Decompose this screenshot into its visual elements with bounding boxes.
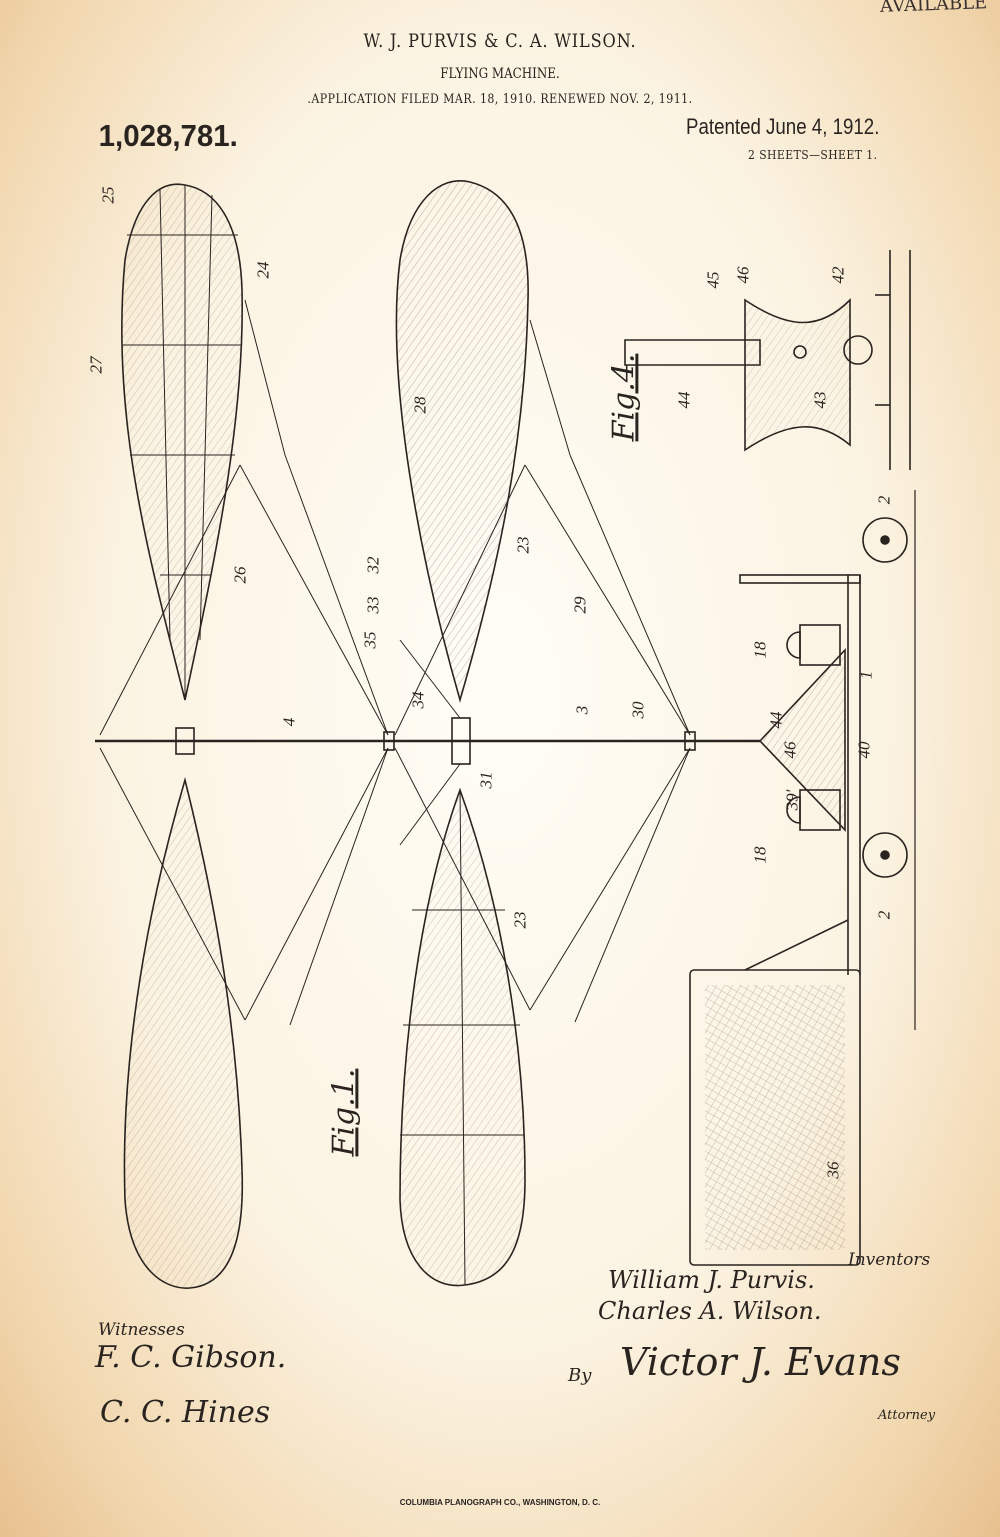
witness-1: F. C. Gibson. <box>95 1340 286 1375</box>
ref-numeral: 18 <box>751 642 771 659</box>
inventors-label: Inventors <box>848 1250 930 1270</box>
ref-numeral: 36 <box>824 1162 844 1179</box>
ref-numeral: 35 <box>361 632 381 649</box>
ref-numeral: 45 <box>704 272 724 289</box>
ref-numeral: 27 <box>87 357 107 374</box>
fig4-label: Fig.4. <box>606 354 641 442</box>
ref-numeral: 46 <box>781 742 801 759</box>
motor-top <box>800 625 840 665</box>
gear-housing <box>760 650 845 830</box>
ref-numeral: 46 <box>734 267 754 284</box>
ref-numeral: 32 <box>364 557 384 574</box>
ref-numeral: 44 <box>675 392 695 409</box>
rotor1-blade-bottom <box>124 780 242 1288</box>
ref-numeral: 30 <box>629 702 649 719</box>
ref-numeral: 23 <box>511 912 531 929</box>
witnesses-label: Witnesses <box>98 1320 185 1340</box>
ref-numeral: 25 <box>99 187 119 204</box>
ref-numeral: 43 <box>811 392 831 409</box>
ref-numeral: 2 <box>874 496 894 505</box>
ref-numeral: 44 <box>767 712 787 729</box>
fig4-detail <box>625 250 910 470</box>
ref-numeral: 18 <box>751 847 771 864</box>
ref-numeral: 42 <box>829 267 849 284</box>
ref-numeral: 24 <box>254 262 274 279</box>
ref-numeral: 31 <box>477 772 497 789</box>
printer-credit: COLUMBIA PLANOGRAPH CO., WASHINGTON, D. … <box>0 1498 1000 1507</box>
ref-numeral: 23 <box>514 537 534 554</box>
fig1-label: Fig.1. <box>326 1069 361 1157</box>
ref-numeral: 1 <box>856 671 876 680</box>
ref-numeral: 26 <box>231 567 251 584</box>
ref-numeral: 33 <box>364 597 384 614</box>
inventor-2: Charles A. Wilson. <box>598 1297 821 1325</box>
ref-numeral: 34 <box>409 692 429 709</box>
rotor2-blade-top <box>396 181 528 700</box>
rotor1-blade-top <box>122 184 242 700</box>
by-label: By <box>568 1365 591 1386</box>
ref-numeral: 40 <box>855 742 875 759</box>
ref-numeral: 3 <box>572 706 592 715</box>
cart-platform <box>740 575 860 583</box>
attorney-signature: Victor J. Evans <box>620 1340 901 1384</box>
ref-numeral: 2 <box>874 911 894 920</box>
ref-numeral: 29 <box>571 597 591 614</box>
ref-numeral: 4 <box>279 718 299 727</box>
witness-2: C. C. Hines <box>100 1395 270 1430</box>
inventor-1: William J. Purvis. <box>608 1266 815 1294</box>
ref-numeral: 39' <box>782 790 802 811</box>
attorney-label: Attorney <box>878 1408 935 1423</box>
ref-numeral: 28 <box>411 397 431 414</box>
